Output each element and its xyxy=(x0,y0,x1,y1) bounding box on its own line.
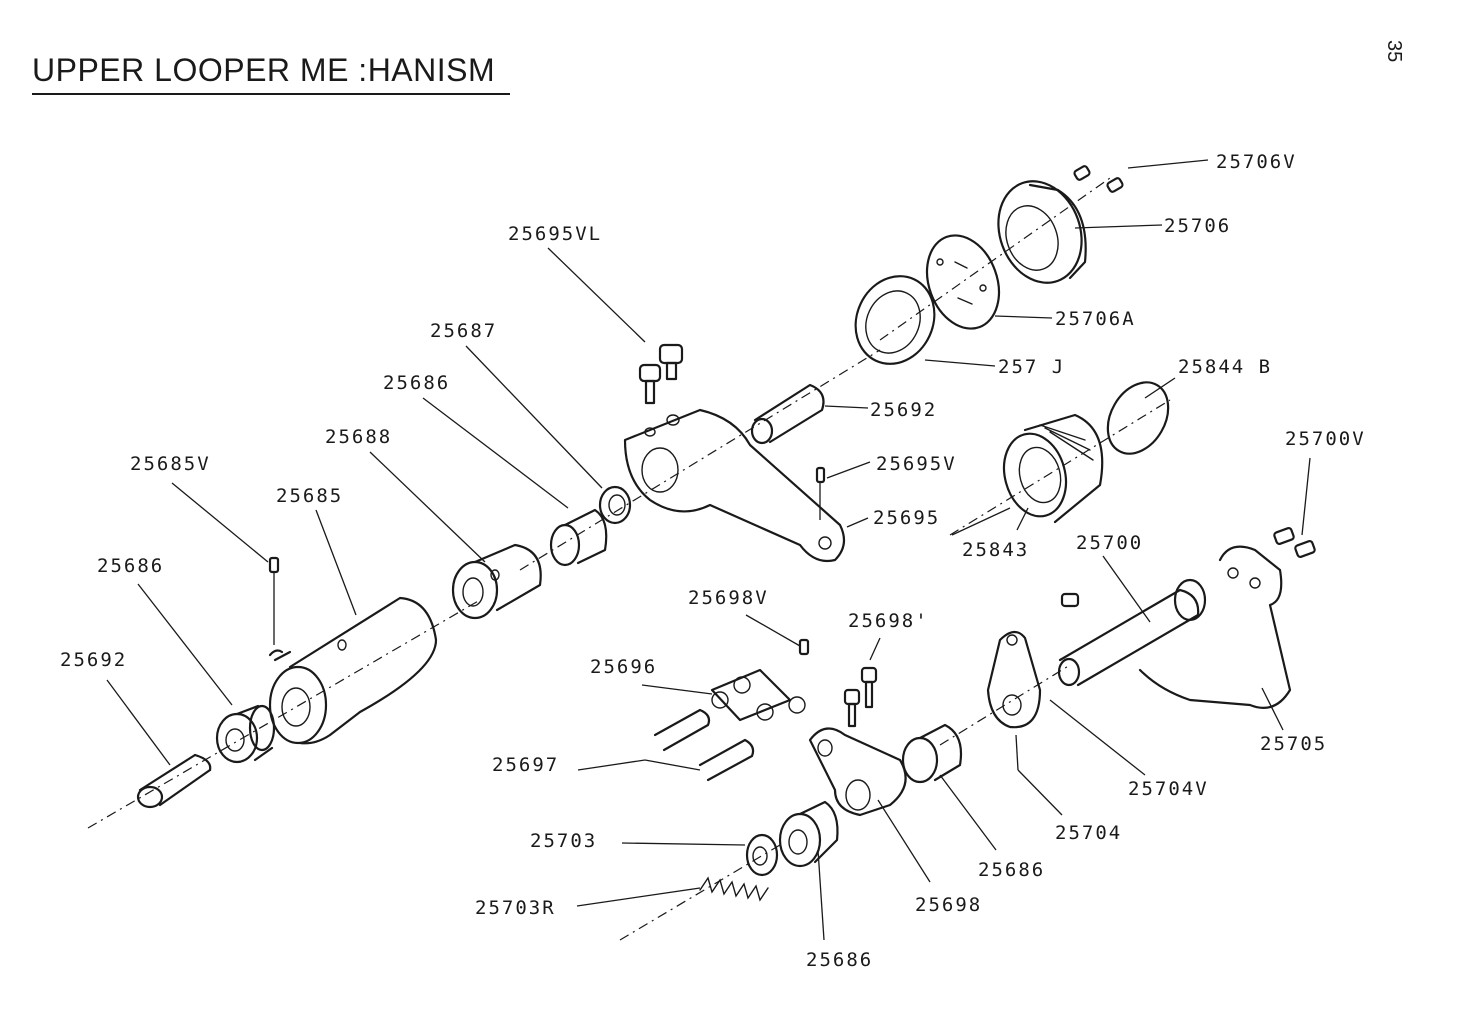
label-25703R: 25703R xyxy=(475,897,556,919)
screw-25698V xyxy=(800,640,808,654)
label-25686-left: 25686 xyxy=(97,555,164,577)
lever-25705 xyxy=(1140,547,1290,708)
label-25698V: 25698V xyxy=(688,587,769,609)
label-25697: 25697 xyxy=(492,754,559,776)
label-25704: 25704 xyxy=(1055,822,1122,844)
label-25700V: 25700V xyxy=(1285,428,1366,450)
screw-25704V xyxy=(1062,594,1078,606)
label-25698p: 25698' xyxy=(848,610,929,632)
label-25843: 25843 xyxy=(962,539,1029,561)
link-25696 xyxy=(712,670,805,720)
label-25696: 25696 xyxy=(590,656,657,678)
collar-25703 xyxy=(747,835,777,875)
cam-25706 xyxy=(985,169,1096,294)
label-25698: 25698 xyxy=(915,894,982,916)
link-bracket-25704 xyxy=(988,632,1040,727)
label-25706A: 25706A xyxy=(1055,308,1136,330)
bushing-25686-lowerright xyxy=(903,725,961,782)
pins-25697 xyxy=(655,710,753,780)
label-25686-bottom: 25686 xyxy=(806,949,873,971)
ring-257J xyxy=(842,263,949,377)
label-25704V: 25704V xyxy=(1128,778,1209,800)
label-25844B: 25844 B xyxy=(1178,356,1272,378)
label-25686-upper: 25686 xyxy=(383,372,450,394)
part-labels: 25706V 25706 25706A 257 J 25844 B 25700V… xyxy=(60,151,1366,971)
label-25705: 25705 xyxy=(1260,733,1327,755)
looper-lever-25685 xyxy=(270,598,436,743)
label-25687: 25687 xyxy=(430,320,497,342)
label-25692-left: 25692 xyxy=(60,649,127,671)
screws-25706V xyxy=(1073,165,1123,193)
label-25686-lowerright: 25686 xyxy=(978,859,1045,881)
screws-25695VL xyxy=(640,345,682,403)
label-25692-upper: 25692 xyxy=(870,399,937,421)
label-25688: 25688 xyxy=(325,426,392,448)
bushing-25686-bottom xyxy=(780,802,838,866)
washer-25687 xyxy=(600,487,630,523)
bushing-25686-center xyxy=(551,510,606,565)
pulley-25843 xyxy=(995,415,1102,523)
label-25695: 25695 xyxy=(873,507,940,529)
bushing-25686-left xyxy=(217,706,274,762)
cover-25844B xyxy=(1096,372,1181,465)
label-25695V: 25695V xyxy=(876,453,957,475)
plate-25706A xyxy=(915,225,1012,338)
label-257J: 257 J xyxy=(998,356,1065,378)
pin-25692-upper xyxy=(752,385,824,443)
screws-25698p xyxy=(845,668,876,726)
label-25703: 25703 xyxy=(530,830,597,852)
label-25685: 25685 xyxy=(276,485,343,507)
label-25706V: 25706V xyxy=(1216,151,1297,173)
screws-25700V xyxy=(1273,527,1315,557)
label-25700: 25700 xyxy=(1076,532,1143,554)
spring-25703R xyxy=(700,878,768,900)
screw-25685V xyxy=(270,558,278,645)
label-25706: 25706 xyxy=(1164,215,1231,237)
collar-25688 xyxy=(453,545,541,618)
shaft-25692-left xyxy=(138,755,210,807)
screw-25695V xyxy=(817,468,824,520)
label-25685V: 25685V xyxy=(130,453,211,475)
label-25695VL: 25695VL xyxy=(508,223,602,245)
